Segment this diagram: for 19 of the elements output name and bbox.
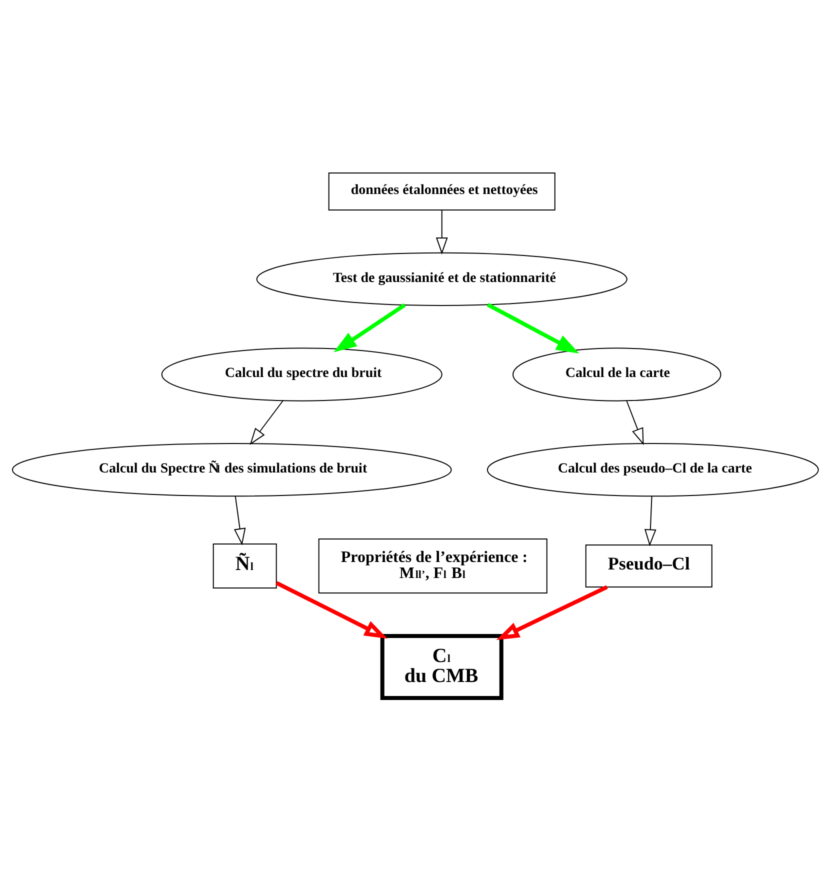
arrow <box>644 495 656 546</box>
node-ellipse: Calcul de la carte <box>512 347 722 401</box>
arrow <box>436 209 448 254</box>
node-ellipse: Calcul du spectre du bruit <box>161 347 442 401</box>
arrow <box>234 495 246 545</box>
arrow <box>496 584 608 640</box>
node-box: Pseudo–Cl <box>585 544 712 587</box>
node-ellipse: Calcul du Spectre Ñl des simulations de bruit <box>12 442 452 496</box>
arrow <box>334 302 406 352</box>
node-box: Ñl <box>212 543 277 588</box>
node-ellipse: Test de gaussianité et de stationnarité <box>256 252 628 306</box>
arrow <box>250 400 284 444</box>
node-ellipse: Calcul des pseudo–Cl de la carte <box>486 442 819 496</box>
arrow <box>276 580 388 638</box>
arrow <box>626 400 644 445</box>
node-box: données étalonnées et nettoyées <box>328 172 556 210</box>
arrow <box>486 302 580 353</box>
node-box: Propriétés de l’expérience : Mll’, Fl Bl <box>318 538 548 593</box>
node-box: Cl du CMB <box>380 634 504 700</box>
